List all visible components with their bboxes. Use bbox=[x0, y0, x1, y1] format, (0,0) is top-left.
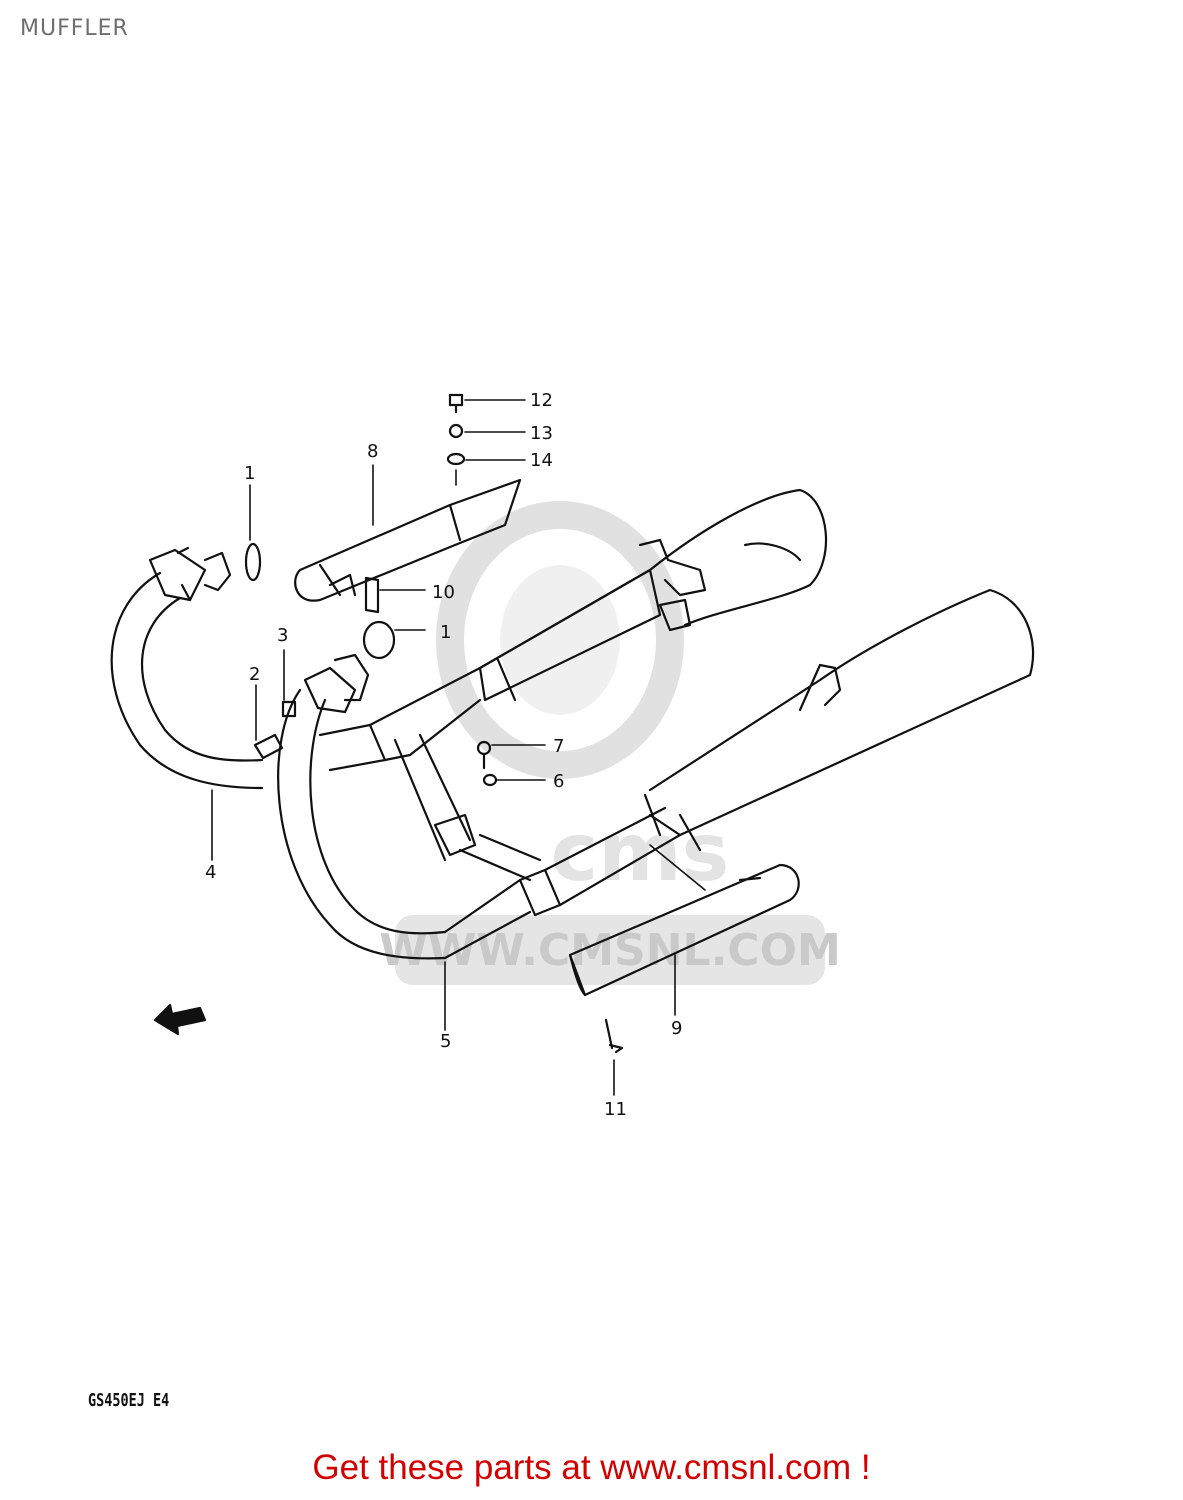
watermark-text: WWW.CMSNL.COM bbox=[379, 925, 841, 976]
heat-shield-upper bbox=[294, 478, 522, 602]
bolt-12 bbox=[448, 393, 464, 414]
callout-labels: 12 13 14 8 1 10 1 3 2 7 6 4 5 9 11 bbox=[205, 390, 682, 1120]
page-title: MUFFLER bbox=[20, 16, 129, 41]
muffler-upper bbox=[478, 488, 828, 702]
gasket-lower bbox=[362, 620, 396, 660]
callout-3: 3 bbox=[277, 625, 288, 646]
leader-lines bbox=[211, 399, 706, 1096]
model-code: GS450EJ E4 bbox=[88, 1390, 170, 1411]
callout-12: 12 bbox=[530, 390, 553, 411]
cmsnl-parts-link[interactable]: Get these parts at www.cmsnl.com ! bbox=[312, 1448, 871, 1487]
washer-14 bbox=[446, 452, 466, 466]
callout-4: 4 bbox=[205, 862, 216, 883]
callout-10: 10 bbox=[432, 582, 455, 603]
clamp-10 bbox=[364, 576, 380, 614]
callout-14: 14 bbox=[530, 450, 553, 471]
callout-9: 9 bbox=[671, 1018, 682, 1039]
callout-11: 11 bbox=[604, 1099, 627, 1120]
washer-13 bbox=[448, 423, 464, 439]
gasket-upper bbox=[244, 542, 262, 582]
callout-1-upper: 1 bbox=[244, 463, 255, 484]
front-arrow-icon bbox=[153, 1003, 207, 1036]
bolt-7 bbox=[476, 740, 492, 770]
nut-3 bbox=[281, 700, 297, 718]
heat-shield-lower bbox=[568, 863, 800, 997]
callout-7: 7 bbox=[553, 736, 564, 757]
exhaust-pipe-right bbox=[277, 653, 532, 960]
exhaust-pipe-left bbox=[110, 546, 264, 790]
clamp-6 bbox=[482, 773, 498, 787]
screw-11 bbox=[604, 1018, 624, 1054]
collector-pipe bbox=[318, 666, 682, 917]
callout-2: 2 bbox=[249, 664, 260, 685]
callout-8: 8 bbox=[367, 441, 378, 462]
callout-13: 13 bbox=[530, 423, 553, 444]
callout-6: 6 bbox=[553, 771, 564, 792]
bolt-2 bbox=[253, 733, 284, 760]
callout-5: 5 bbox=[440, 1031, 451, 1052]
muffler-lower bbox=[643, 588, 1035, 852]
callout-1-lower: 1 bbox=[440, 622, 451, 643]
